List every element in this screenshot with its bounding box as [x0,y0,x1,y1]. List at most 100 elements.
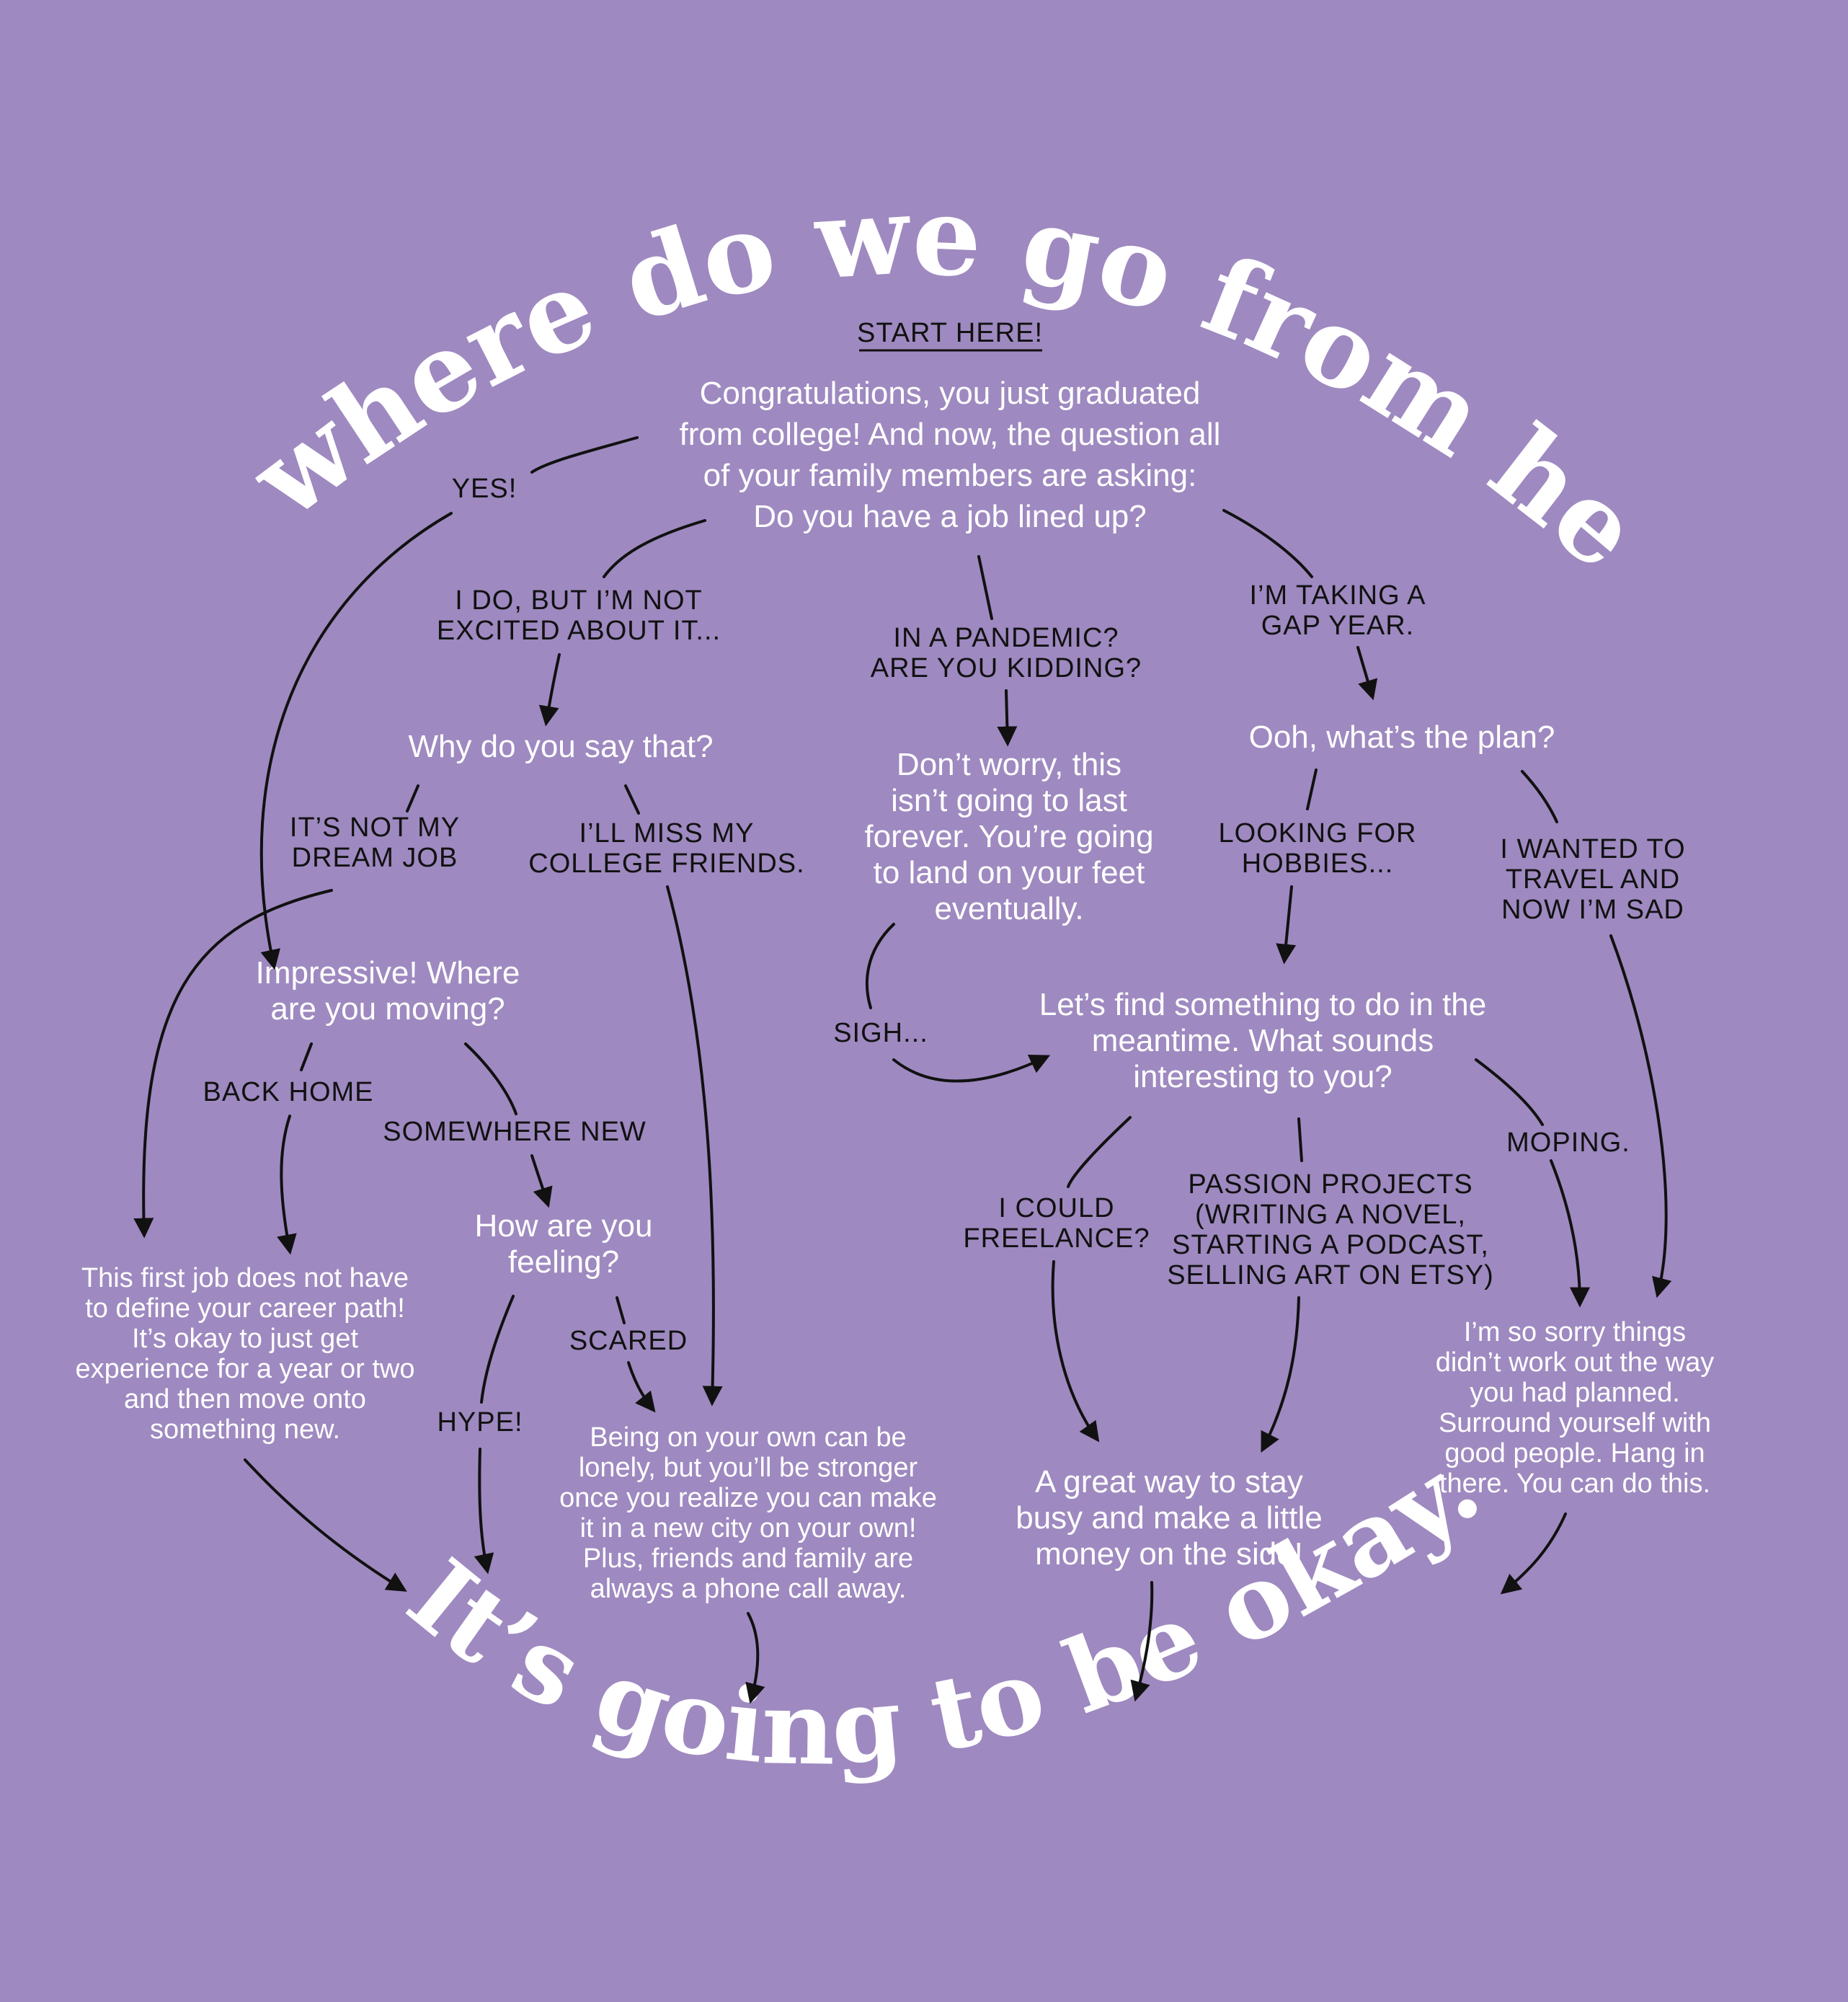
label-back-home: BACK HOME [203,1077,373,1107]
arrow-sorry-to-footer [1500,1512,1567,1595]
node-so-sorry-message-line: there. You can do this. [1439,1469,1710,1499]
node-being-on-your-own-line: Being on your own can be [590,1422,906,1453]
start-here-label: START HERE! [857,318,1043,348]
label-looking-for-hobbies-line: LOOKING FOR [1219,818,1417,849]
node-how-are-you-feeling-line: How are you [474,1208,652,1244]
arrow-freelance-to-great-way [1051,1260,1100,1443]
connector-start-to-yes [530,436,639,474]
label-pandemic: IN A PANDEMIC?ARE YOU KIDDING? [871,623,1142,683]
arrow-back-home-to-first-job [277,1115,297,1255]
node-why-do-you-say-that-line: Why do you say that? [408,729,713,764]
arrow-great-way-to-footer [1130,1581,1154,1702]
node-dont-worry-line: isn’t going to last [891,783,1127,818]
node-great-way-to-stay-busy-line: money on the side! [1035,1536,1303,1572]
label-passion-projects-line: STARTING A PODCAST, [1172,1230,1489,1260]
node-dont-worry-line: forever. You’re going [864,819,1153,854]
arrow-yes-to-impressive [259,512,453,970]
connector-plan-to-travel [1521,770,1558,823]
node-lets-find-something-line: meantime. What sounds [1092,1023,1434,1058]
poster-footer: It’s going to be okay. [386,1427,1500,1788]
connector-why-to-dream-job [406,784,419,812]
node-being-on-your-own-line: always a phone call away. [590,1574,907,1604]
label-back-home-line: BACK HOME [203,1077,373,1107]
connector-lets-find-to-passion [1297,1117,1303,1162]
node-dont-worry-line: to land on your feet [874,855,1145,890]
arrow-passion-to-great-way [1261,1296,1300,1453]
node-lets-find-something-line: interesting to you? [1133,1059,1392,1094]
arrow-sigh-to-lets-find [892,1055,1051,1083]
node-start-question-line: Congratulations, you just graduated [700,376,1201,411]
arrow-miss-friends-to-own [666,885,723,1407]
label-scared-line: SCARED [569,1326,688,1356]
label-passion-projects-line: SELLING ART ON ETSY) [1167,1260,1494,1290]
connector-impressive-to-back-home [300,1042,313,1071]
arrow-scared-to-own [627,1361,656,1413]
label-wanted-to-travel-line: TRAVEL AND [1506,864,1680,895]
label-not-dream-job-line: DREAM JOB [292,843,458,873]
node-dont-worry-line: eventually. [934,891,1083,926]
label-pandemic-line: ARE YOU KIDDING? [871,653,1142,683]
label-wanted-to-travel-line: NOW I’M SAD [1501,895,1684,925]
arrow-hobbies-to-lets-find [1276,885,1297,965]
label-gap-year-line: I’M TAKING A [1250,580,1426,611]
node-great-way-to-stay-busy-line: busy and make a little [1016,1500,1323,1536]
label-somewhere-new-line: SOMEWHERE NEW [383,1117,647,1147]
arrow-travel-to-sorry [1609,934,1672,1298]
node-being-on-your-own-line: once you realize you can make [559,1483,937,1513]
node-first-job-message-line: to define your career path! [85,1293,405,1324]
node-whats-the-plan-line: Ooh, what’s the plan? [1249,719,1555,755]
arrow-hype-to-footer [474,1448,494,1574]
node-lets-find-something-line: Let’s find something to do in the [1039,987,1487,1022]
label-moping-line: MOPING. [1506,1128,1630,1158]
connector-how-feeling-to-hype [480,1295,515,1404]
connector-start-to-pandemic [977,555,993,620]
label-miss-college-friends-line: I’LL MISS MY [579,818,755,849]
label-moping: MOPING. [1506,1128,1630,1158]
node-being-on-your-own-line: Plus, friends and family are [583,1543,913,1574]
label-could-freelance-line: FREELANCE? [963,1223,1150,1254]
label-could-freelance-line: I COULD [998,1193,1114,1223]
connector-why-to-miss-friends [624,784,640,815]
node-how-are-you-feeling-line: feeling? [508,1244,619,1280]
node-great-way-to-stay-busy-line: A great way to stay [1035,1464,1303,1500]
node-start-question-line: of your family members are asking: [703,458,1197,493]
connector-lets-find-to-freelance [1067,1116,1132,1188]
node-impressive-where-moving-line: are you moving? [270,991,505,1027]
connector-how-feeling-to-scared [616,1296,626,1324]
poster-footer-text: It’s going to be okay. [386,1427,1500,1788]
label-yes: YES! [452,474,517,504]
label-not-excited-line: EXCITED ABOUT IT... [437,616,721,646]
arrow-first-job-to-footer [244,1458,407,1592]
node-impressive-where-moving-line: Impressive! Where [256,955,520,991]
arrow-somewhere-new-to-how-feeling [530,1154,553,1208]
connector-start-to-not-excited [603,519,706,578]
node-so-sorry-message-line: you had planned. [1470,1378,1680,1408]
label-scared: SCARED [569,1326,688,1356]
label-yes-line: YES! [452,474,517,504]
node-start-question-line: from college! And now, the question all [680,417,1221,452]
nodes-layer: Congratulations, you just graduated from … [75,376,1714,1604]
node-first-job-message-line: This first job does not have [81,1263,409,1293]
node-first-job-message-line: something new. [150,1414,340,1445]
node-first-job-message-line: and then move onto [124,1384,366,1414]
node-start-question: Congratulations, you just graduated from … [680,376,1221,534]
label-passion-projects-line: (WRITING A NOVEL, [1195,1200,1466,1230]
label-wanted-to-travel-line: I WANTED TO [1500,834,1685,864]
arrow-not-excited-to-why [538,653,561,727]
label-passion-projects-line: PASSION PROJECTS [1188,1169,1472,1200]
arrows-layer [133,436,1672,1704]
label-miss-college-friends-line: COLLEGE FRIENDS. [528,849,804,879]
label-pandemic-line: IN A PANDEMIC? [893,623,1119,653]
